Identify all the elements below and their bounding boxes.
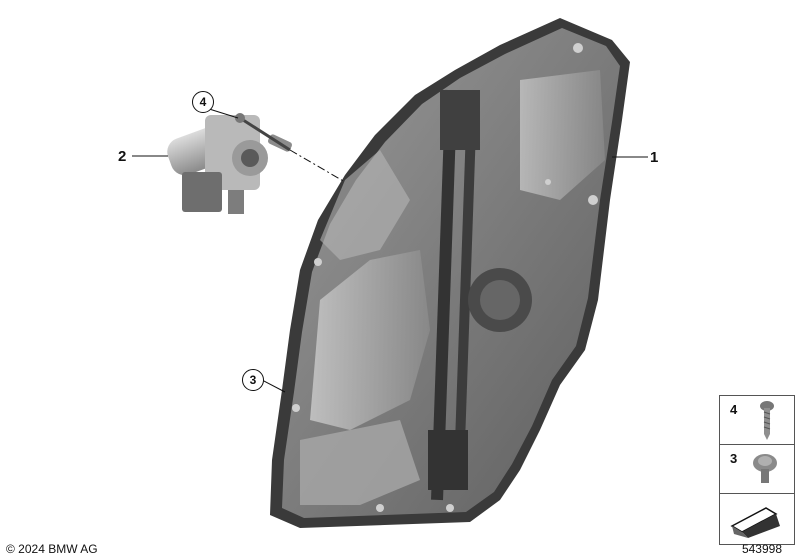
copyright-text: © 2024 BMW AG — [6, 542, 98, 556]
window-regulator-motor — [167, 115, 293, 214]
screw-icon — [760, 401, 774, 440]
motor-screw — [235, 113, 291, 152]
rivet-icon — [753, 454, 777, 483]
door-module-carrier-panel — [270, 18, 630, 528]
callout-2: 2 — [118, 148, 127, 165]
callout-3: 3 — [242, 369, 264, 391]
callout-1: 1 — [650, 149, 659, 166]
arrow-symbol-icon — [730, 507, 780, 538]
callout-4: 4 — [192, 91, 214, 113]
legend-number: 3 — [730, 451, 738, 466]
legend-item-symbol — [720, 494, 794, 544]
legend-item-screw: 4 — [720, 396, 794, 445]
hardware-legend: 4 3 — [719, 395, 795, 545]
legend-number: 4 — [730, 402, 738, 417]
legend-item-clip: 3 — [720, 445, 794, 494]
leader-line-4 — [205, 107, 239, 119]
diagram-number: 543998 — [741, 542, 782, 556]
leader-line-3 — [261, 379, 286, 393]
assembly-line — [289, 149, 346, 183]
